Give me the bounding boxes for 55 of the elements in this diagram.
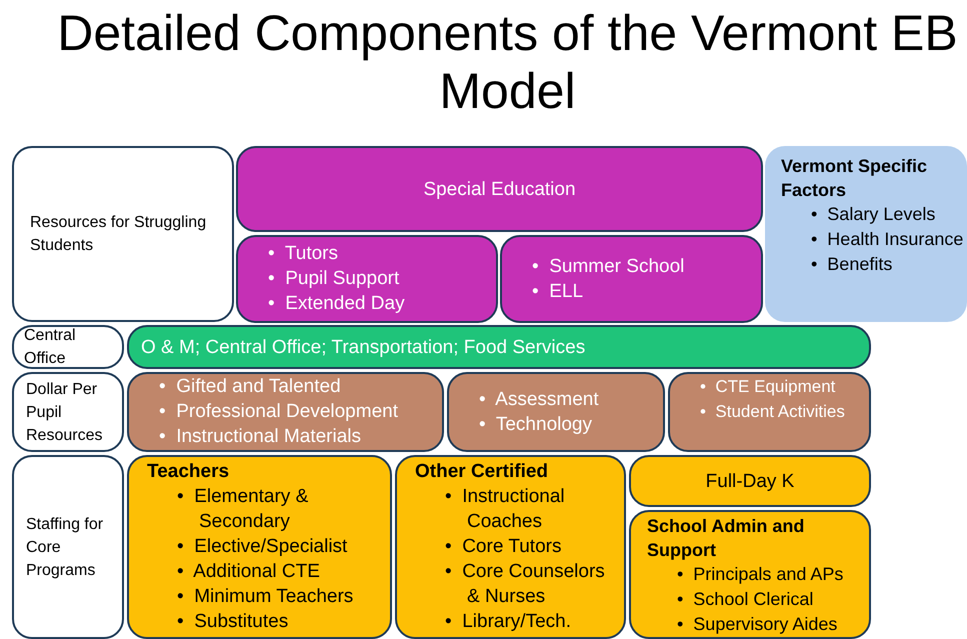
list-item: • CTE Equipment	[700, 376, 836, 398]
list-item: • Benefits	[811, 253, 894, 276]
list-item: • Substitutes	[177, 610, 290, 634]
list-item: • Tutors	[268, 242, 340, 266]
component-box	[765, 146, 967, 322]
list-item: • ELL	[532, 280, 584, 304]
component-box	[12, 325, 124, 369]
component-box	[12, 455, 124, 639]
list-item: • Gifted and Talented	[159, 375, 342, 399]
list-item: • Instructional Materials	[159, 425, 362, 449]
component-box	[236, 146, 763, 232]
box-label: Central Office	[24, 327, 77, 367]
list-item: • Technology	[479, 413, 593, 437]
component-box	[395, 455, 626, 639]
component-box	[127, 455, 392, 639]
list-item: • Pupil Support	[268, 267, 400, 291]
list-item: • Salary Levels	[811, 203, 936, 226]
box-label: Special Education	[423, 178, 576, 200]
component-box	[629, 455, 871, 507]
component-box	[127, 325, 871, 369]
box-label: Staffing for Core Programs	[26, 514, 104, 580]
box-heading: School Admin and Support	[647, 515, 806, 562]
component-box	[629, 510, 871, 639]
box-heading: Vermont Specific Factors	[781, 155, 928, 202]
list-item: • Student Activities	[700, 401, 846, 423]
list-item: • Core Counselors & Nurses	[445, 560, 606, 609]
box-heading: Teachers	[147, 460, 230, 484]
box-label: Dollar Per Pupil Resources	[26, 380, 104, 446]
component-box	[12, 146, 234, 322]
box-heading: Other Certified	[415, 460, 550, 484]
list-item: • Professional Development	[159, 400, 399, 424]
component-box	[236, 235, 498, 323]
list-item: • Elementary & Secondary	[177, 485, 310, 534]
component-box	[500, 235, 763, 323]
list-item: • Instructional Coaches	[445, 485, 566, 534]
component-box	[12, 372, 124, 452]
component-box	[127, 372, 444, 452]
component-box	[447, 372, 665, 452]
box-label: Full-Day K	[706, 470, 794, 492]
list-item: • Core Tutors	[445, 535, 562, 559]
list-item: • Assessment	[479, 388, 600, 412]
component-box	[668, 372, 871, 452]
title: Detailed Components of the Vermont EB Model	[56, 4, 959, 120]
list-item: • Health Insurance	[811, 228, 964, 251]
list-item: • Summer School	[532, 255, 686, 279]
list-item: • Library/Tech.	[445, 610, 572, 634]
list-item: • Principals and APs	[677, 563, 844, 586]
list-item: • School Clerical	[677, 588, 814, 611]
list-item: • Extended Day	[268, 292, 406, 316]
list-item: • Additional CTE	[177, 560, 321, 584]
list-item: • Elective/Specialist	[177, 535, 348, 559]
box-label: Resources for Struggling Students	[30, 213, 208, 256]
list-item: • Supervisory Aides	[677, 613, 838, 636]
list-item: • Minimum Teachers	[177, 585, 354, 609]
box-label: O & M; Central Office; Transportation; Food Services	[141, 336, 586, 358]
